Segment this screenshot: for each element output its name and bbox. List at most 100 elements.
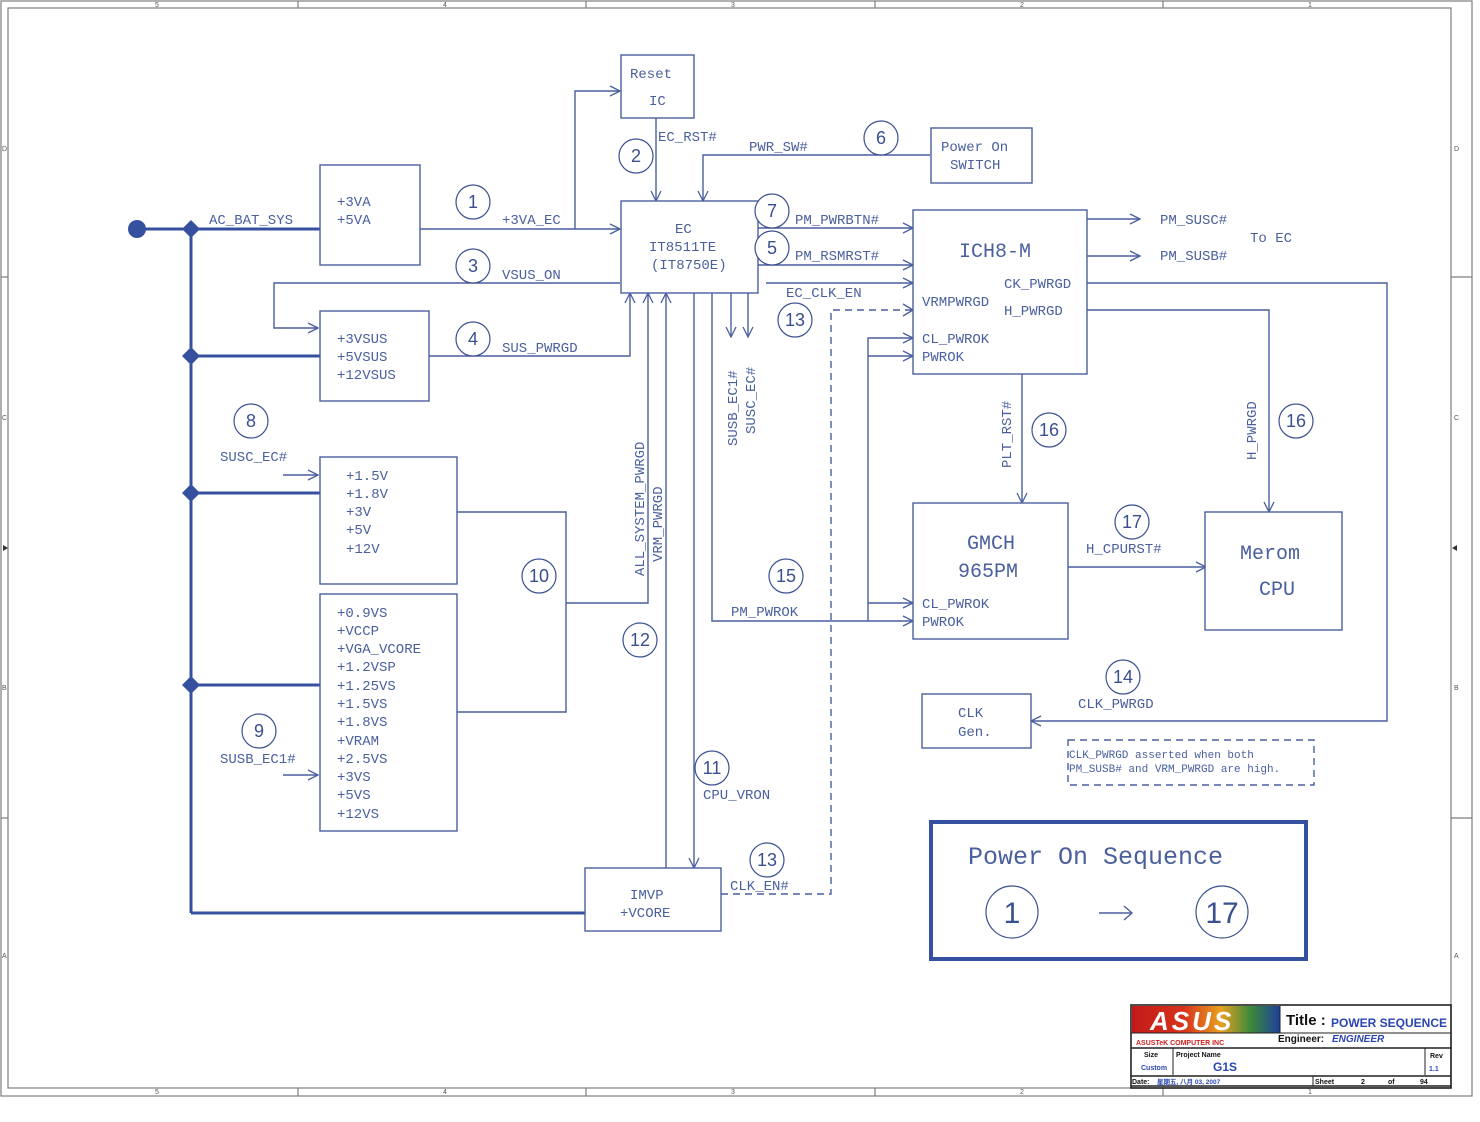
- junction-dot: [182, 347, 200, 365]
- step-marker-13a: 13: [777, 302, 813, 338]
- step-marker-8: 8: [233, 403, 269, 439]
- svg-text:1.1: 1.1: [1429, 1066, 1439, 1073]
- svg-text:CK_PWRGD: CK_PWRGD: [1004, 277, 1071, 293]
- svg-text:(IT8750E): (IT8750E): [651, 258, 727, 274]
- svg-text:Custom: Custom: [1141, 1065, 1167, 1072]
- step-marker-6: 6: [863, 120, 899, 156]
- svg-text:+3VA: +3VA: [337, 195, 371, 211]
- zone-left-C: C: [2, 415, 7, 422]
- zone-top-1: 1: [1308, 2, 1312, 9]
- svg-text:+5V: +5V: [346, 523, 372, 539]
- step-marker-12: 12: [622, 622, 658, 658]
- junction-dot: [182, 220, 200, 238]
- signal-ec-clk-en: EC_CLK_EN: [786, 286, 862, 302]
- svg-text:+5VSUS: +5VSUS: [337, 350, 387, 366]
- zone-left-A: A: [2, 953, 7, 960]
- svg-text:+1.25VS: +1.25VS: [337, 679, 396, 695]
- svg-text:7: 7: [767, 201, 777, 221]
- svg-text:+0.9VS: +0.9VS: [337, 606, 387, 622]
- vs-regulator-block: +0.9VS +VCCP +VGA_VCORE +1.2VSP +1.25VS …: [319, 593, 458, 832]
- svg-text:ASUSTeK COMPUTER INC: ASUSTeK COMPUTER INC: [1136, 1040, 1224, 1047]
- zone-bottom-3: 3: [731, 1089, 735, 1096]
- step-marker-11: 11: [694, 750, 730, 786]
- zone-bottom-5: 5: [155, 1089, 159, 1096]
- signal-pm-susc: PM_SUSC#: [1160, 213, 1227, 229]
- svg-text:+12V: +12V: [346, 542, 380, 558]
- legend-start-step: 1: [1004, 897, 1021, 930]
- svg-text:+3V: +3V: [346, 505, 372, 521]
- svg-text:11: 11: [703, 758, 722, 778]
- svg-text:星期五, 八月 03, 2007: 星期五, 八月 03, 2007: [1157, 1077, 1221, 1086]
- clk-gen-block: CLK Gen.: [921, 693, 1032, 749]
- signal-h-cpurst: H_CPURST#: [1086, 542, 1162, 558]
- signal-susc-ec: SUSC_EC#: [744, 367, 760, 434]
- svg-text:+VCCP: +VCCP: [337, 624, 379, 640]
- svg-text:4: 4: [468, 329, 478, 349]
- svg-text:IMVP: IMVP: [630, 888, 664, 904]
- signal-pm-susb: PM_SUSB#: [1160, 249, 1227, 265]
- label-to-ec: To EC: [1250, 231, 1292, 247]
- svg-text:ICH8-M: ICH8-M: [959, 241, 1031, 264]
- zone-top-3: 3: [731, 2, 735, 9]
- zone-labels: 5 4 3 2 1 5 4 3 2 1 D C B A D C B A: [2, 2, 1459, 1096]
- signal-cpu-vron: CPU_VRON: [703, 788, 770, 804]
- svg-text:Title :: Title :: [1286, 1012, 1326, 1029]
- svg-text:2: 2: [1361, 1079, 1365, 1086]
- svg-text:Merom: Merom: [1240, 543, 1300, 566]
- signal-pm-pwrok: PM_PWROK: [731, 605, 799, 621]
- svg-text:IC: IC: [649, 94, 666, 110]
- svg-text:+1.8VS: +1.8VS: [337, 715, 387, 731]
- reset-ic-block: Reset IC: [620, 54, 695, 119]
- step-marker-2: 2: [618, 138, 654, 174]
- svg-text:+3VSUS: +3VSUS: [337, 332, 387, 348]
- gmch-block: GMCH 965PM CL_PWROK PWROK: [912, 502, 1069, 640]
- zone-right-D: D: [1454, 146, 1459, 153]
- step-marker-17: 17: [1114, 504, 1150, 540]
- svg-text:VRMPWRGD: VRMPWRGD: [922, 295, 989, 311]
- signal-pm-rsmrst: PM_RSMRST#: [795, 249, 879, 265]
- vsus-regulator-block: +3VSUS +5VSUS +12VSUS: [319, 310, 430, 402]
- svg-text:Reset: Reset: [630, 67, 672, 83]
- wires: [273, 91, 1388, 895]
- svg-text:+12VSUS: +12VSUS: [337, 368, 396, 384]
- svg-text:CL_PWROK: CL_PWROK: [922, 597, 990, 613]
- svg-text:16: 16: [1286, 411, 1306, 431]
- svg-text:+5VS: +5VS: [337, 788, 371, 804]
- svg-text:Sheet: Sheet: [1315, 1079, 1335, 1086]
- signal-susc-ec-in: SUSC_EC#: [220, 450, 287, 466]
- power-on-switch-block: Power On SWITCH: [930, 127, 1033, 184]
- legend-title: Power On Sequence: [968, 843, 1223, 872]
- svg-text:Rev: Rev: [1430, 1053, 1443, 1060]
- svg-text:+VCORE: +VCORE: [620, 906, 670, 922]
- svg-text:ENGINEER: ENGINEER: [1332, 1034, 1385, 1045]
- v-regulator-block: +1.5V +1.8V +3V +5V +12V: [319, 456, 458, 585]
- svg-text:H_PWRGD: H_PWRGD: [1004, 304, 1063, 320]
- junction-dot: [182, 676, 200, 694]
- svg-text:Power On: Power On: [941, 140, 1008, 156]
- power-on-sequence-legend: Power On Sequence 1 17: [929, 820, 1308, 961]
- zone-top-5: 5: [155, 2, 159, 9]
- svg-text:16: 16: [1039, 420, 1059, 440]
- svg-text:13: 13: [785, 310, 805, 330]
- step-marker-1: 1: [455, 184, 491, 220]
- signal-h-pwrgd: H_PWRGD: [1245, 401, 1261, 460]
- svg-text:CLK_PWRGD asserted when both: CLK_PWRGD asserted when both: [1069, 750, 1254, 762]
- signal-all-system-pwrgd: ALL_SYSTEM_PWRGD: [633, 442, 649, 576]
- signal-clk-pwrgd: CLK_PWRGD: [1078, 697, 1154, 713]
- sheet-title: POWER SEQUENCE: [1331, 1016, 1447, 1030]
- svg-text:+1.5V: +1.5V: [346, 469, 389, 485]
- svg-text:+1.2VSP: +1.2VSP: [337, 660, 396, 676]
- svg-text:CPU: CPU: [1259, 579, 1295, 602]
- step-marker-3: 3: [455, 248, 491, 284]
- svg-text:ASUS: ASUS: [1149, 1006, 1234, 1036]
- signal-clk-en: CLK_EN#: [730, 879, 789, 895]
- step-marker-7: 7: [754, 193, 790, 229]
- signal-pwr-sw: PWR_SW#: [749, 140, 808, 156]
- ich8m-block: ICH8-M CK_PWRGD VRMPWRGD H_PWRGD CL_PWRO…: [912, 209, 1088, 375]
- signal-susb-ec1-in: SUSB_EC1#: [220, 752, 296, 768]
- clk-pwrgd-note: CLK_PWRGD asserted when both PM_SUSB# an…: [1067, 739, 1315, 786]
- zone-bottom-1: 1: [1308, 1089, 1312, 1096]
- svg-text:SWITCH: SWITCH: [950, 158, 1000, 174]
- svg-text:Engineer:: Engineer:: [1278, 1034, 1324, 1045]
- step-marker-16b: 16: [1278, 403, 1314, 439]
